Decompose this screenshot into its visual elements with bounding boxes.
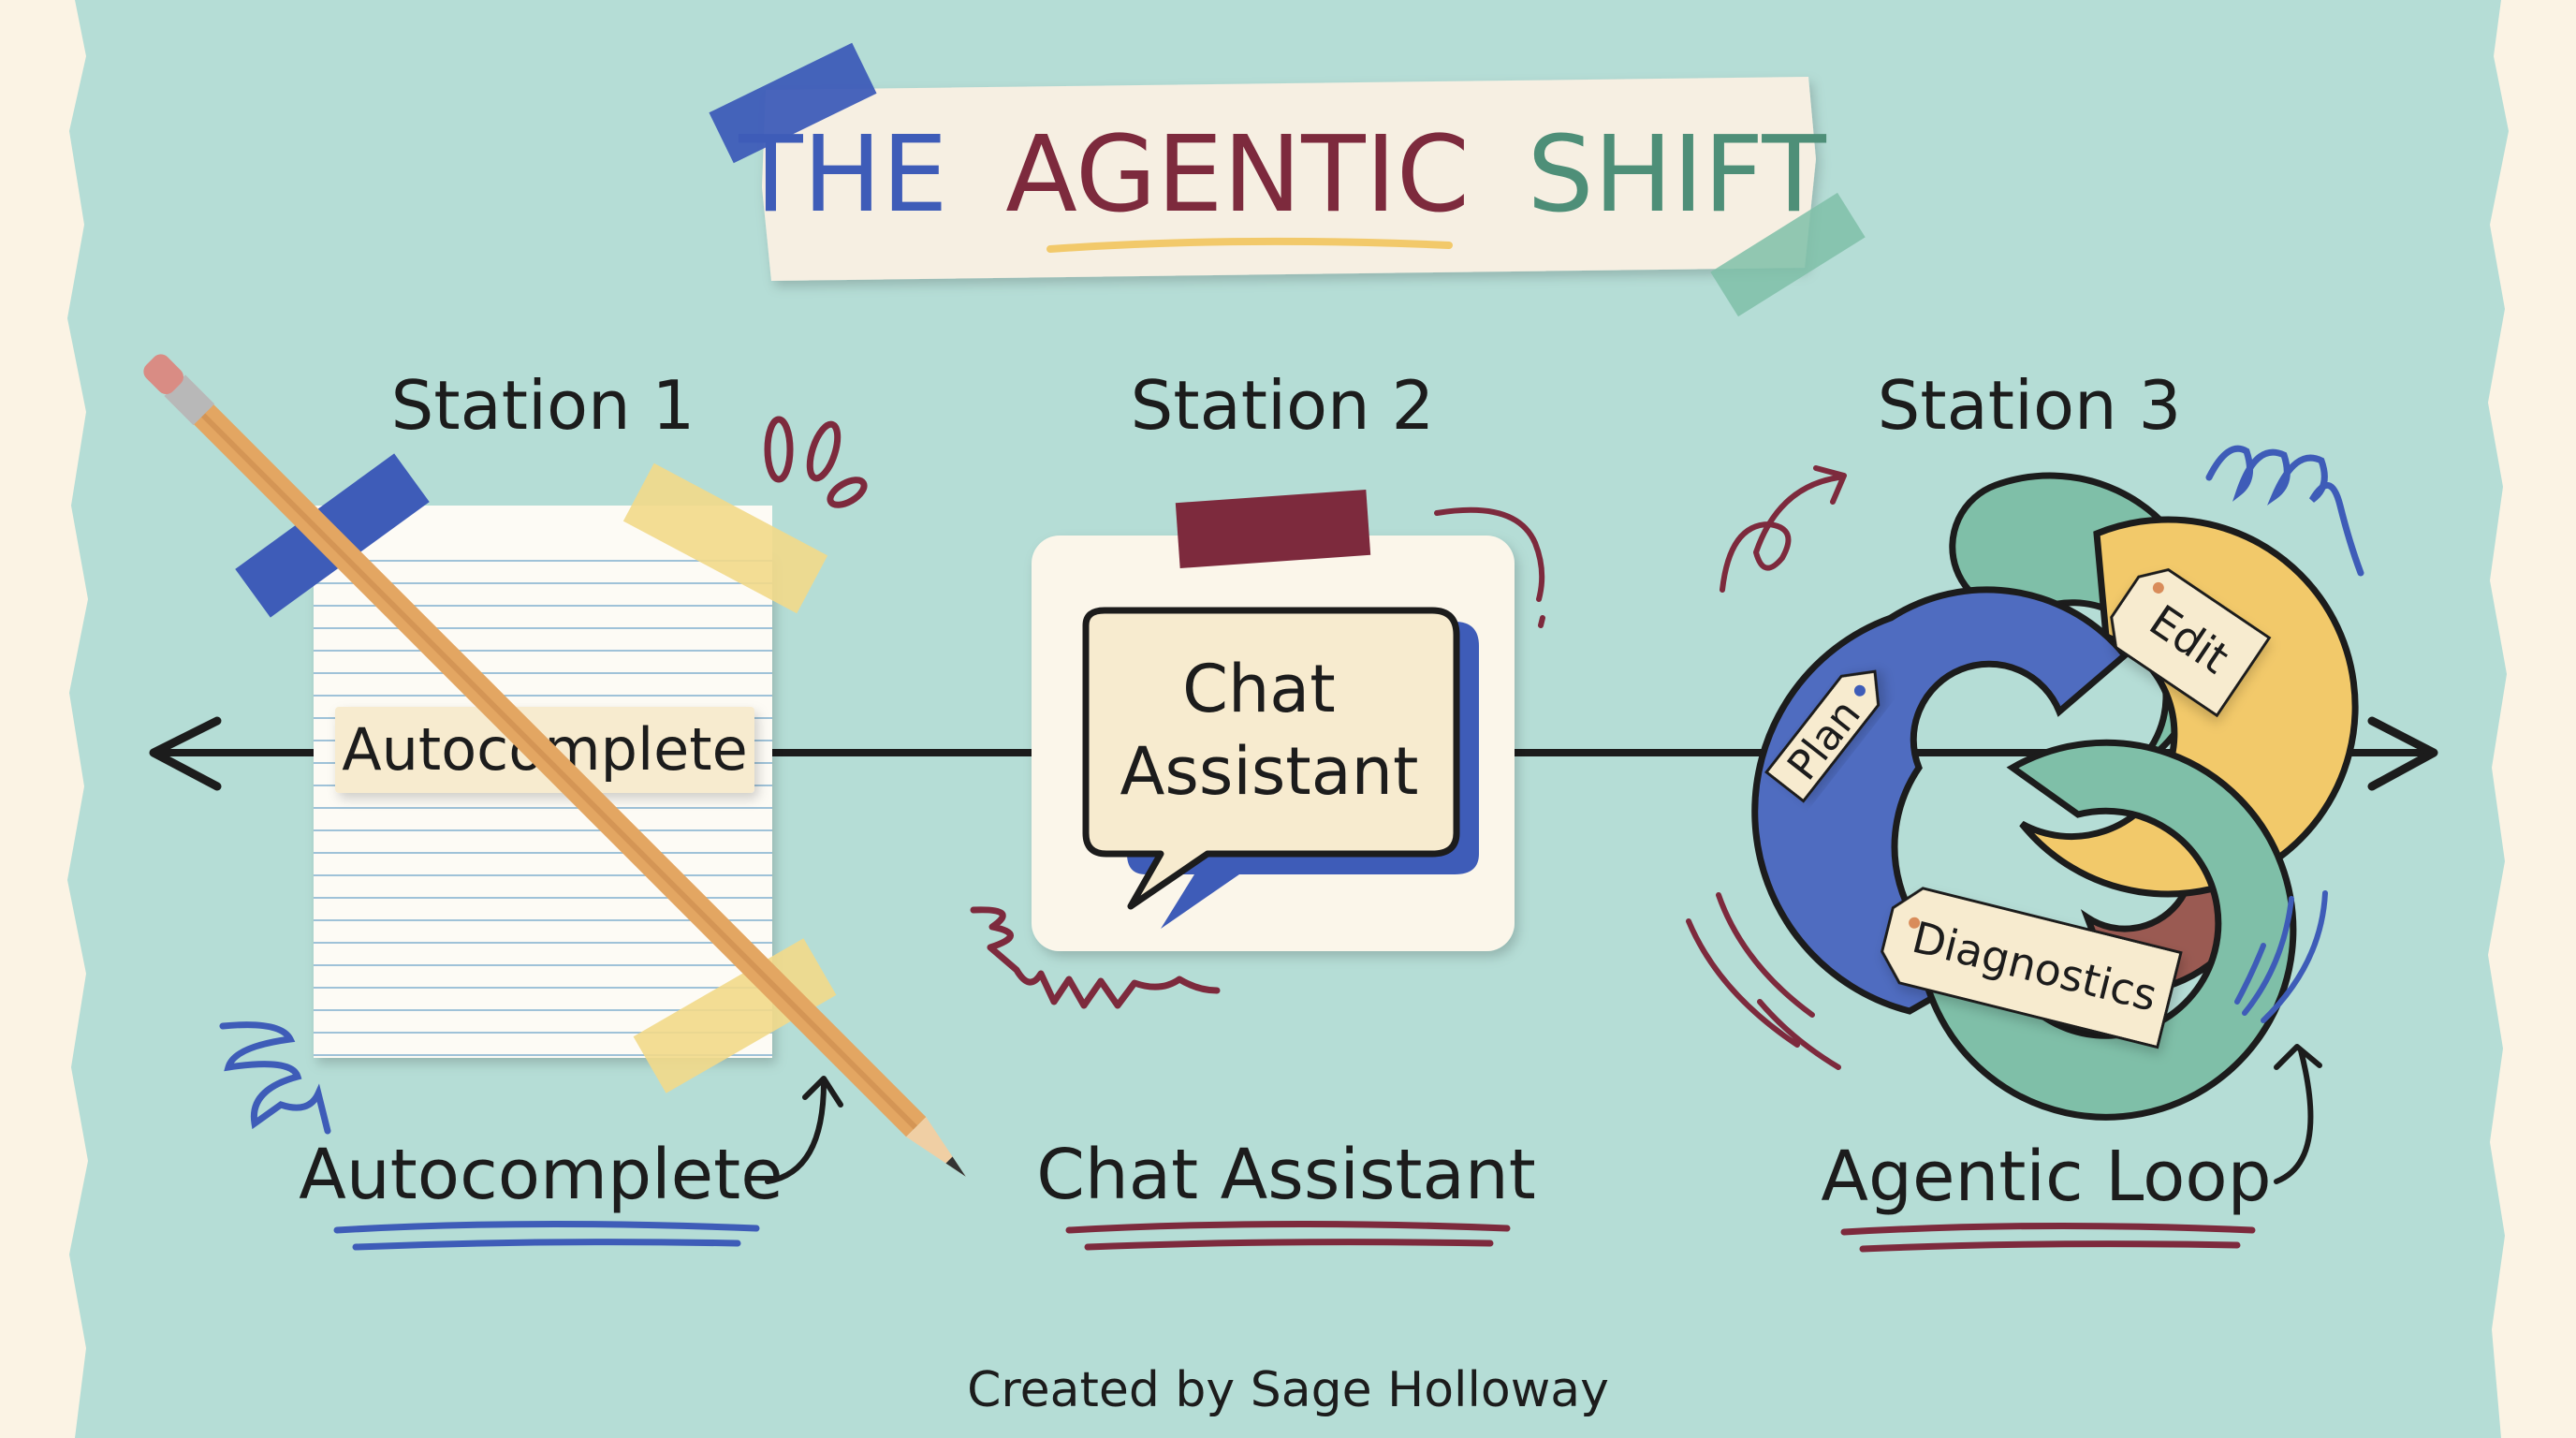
chat-bubble-line-2: Assistant: [1120, 733, 1419, 810]
station-3-header: Station 3: [1878, 366, 2182, 445]
title-word-agentic: AGENTIC: [1005, 114, 1470, 236]
station-2-header: Station 2: [1131, 366, 1435, 445]
chat-bubble-line-1: Chat: [1182, 651, 1336, 727]
speech-bubble-icon: [1082, 607, 1479, 929]
doodle-blue-motion-lines: [2234, 890, 2328, 1023]
station-3-caption-underline: [1840, 1222, 2256, 1253]
tag-edit: Edit: [2110, 567, 2272, 718]
doodle-maroon-loop-arrow: [1720, 465, 1847, 593]
station-3-curved-arrow: [2274, 1044, 2322, 1184]
chat-card-tape: [1175, 489, 1371, 569]
notepad: [314, 552, 772, 1058]
title-word-the: THE: [738, 114, 947, 236]
doodle-maroon-zigzag: [970, 906, 1221, 1009]
station-1-caption-underline: [333, 1220, 760, 1251]
notepad-tape-yellow-top: [622, 462, 828, 614]
station-2: Station 2 Chat Assistant Chat Assistant: [970, 366, 1545, 1251]
doodle-maroon-hook: [1434, 506, 1545, 628]
title-tape-green: [1710, 192, 1866, 317]
station-3: Station 3 Plan Edit Diagnostics: [1686, 366, 2364, 1253]
title-paper: [762, 77, 1816, 281]
arrow-right-icon: [2367, 716, 2438, 791]
chat-bubble-text: Chat Assistant: [1120, 651, 1419, 810]
page-title: THE AGENTIC SHIFT: [738, 114, 1826, 236]
title-underline: [1046, 237, 1453, 253]
station-1-header: Station 1: [391, 366, 695, 445]
title-tape-blue: [709, 42, 877, 164]
title-banner: THE AGENTIC SHIFT: [709, 42, 1866, 317]
station-2-caption: Chat Assistant: [1036, 1135, 1536, 1215]
credit-text: Created by Sage Holloway: [967, 1362, 1609, 1418]
doodle-maroon-leaves: [764, 416, 868, 508]
doodle-blue-loops: [2205, 445, 2364, 577]
station-1-curved-arrow: [765, 1076, 843, 1184]
title-word-shift: SHIFT: [1528, 114, 1827, 236]
doodle-blue-scribble: [219, 1021, 331, 1135]
station-3-caption: Agentic Loop: [1821, 1137, 2271, 1217]
station-1-caption: Autocomplete: [299, 1135, 783, 1215]
station-2-caption-underline: [1065, 1220, 1511, 1251]
doodle-maroon-motion-lines: [1686, 892, 1841, 1070]
station-1: Station 1 Autocomplete Autocomplete: [143, 354, 966, 1251]
arrow-left-icon: [149, 716, 222, 791]
pencil-icon: [143, 354, 966, 1177]
